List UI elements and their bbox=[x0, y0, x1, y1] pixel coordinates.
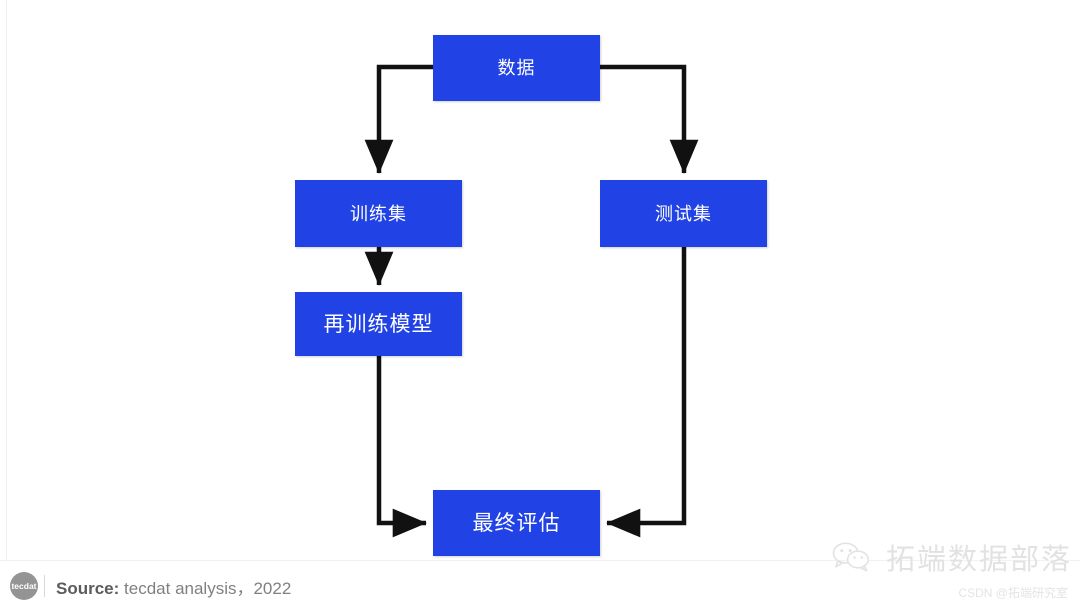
watermark-subtitle: CSDN @拓端研究室 bbox=[958, 586, 1068, 600]
watermark: 拓端数据部落 CSDN @拓端研究室 bbox=[832, 536, 1072, 601]
node-final-evaluation[interactable]: 最终评估 bbox=[433, 490, 600, 556]
slide-left-edge bbox=[6, 0, 7, 560]
edge-test-to-final bbox=[606, 247, 687, 538]
wechat-icon bbox=[832, 542, 869, 572]
node-training-set[interactable]: 训练集 bbox=[295, 180, 462, 247]
watermark-title: 拓端数据部落 bbox=[885, 544, 1072, 576]
node-data-label: 数据 bbox=[497, 58, 536, 78]
footer-source: tecdat Source: tecdat analysis，2022 bbox=[10, 572, 291, 600]
tecdat-logo-text: tecdat bbox=[11, 581, 37, 591]
node-test-set-label: 测试集 bbox=[655, 203, 712, 224]
node-data[interactable]: 数据 bbox=[433, 35, 600, 101]
source-label: Source: bbox=[56, 578, 120, 598]
footer-divider bbox=[0, 560, 1080, 561]
source-value: tecdat analysis，2022 bbox=[124, 578, 292, 598]
tecdat-logo-icon: tecdat bbox=[10, 572, 38, 600]
node-final-evaluation-label: 最终评估 bbox=[472, 511, 561, 535]
edge-data-to-test bbox=[600, 64, 699, 174]
node-test-set[interactable]: 测试集 bbox=[600, 180, 767, 247]
node-retrain-model[interactable]: 再训练模型 bbox=[295, 292, 462, 356]
node-retrain-model-label: 再训练模型 bbox=[323, 312, 434, 336]
edge-data-to-train bbox=[364, 64, 433, 174]
edge-retrain-to-final bbox=[376, 356, 427, 538]
footer-logo-divider bbox=[44, 575, 45, 597]
node-training-set-label: 训练集 bbox=[350, 203, 407, 224]
source-text: Source: tecdat analysis，2022 bbox=[56, 574, 291, 599]
